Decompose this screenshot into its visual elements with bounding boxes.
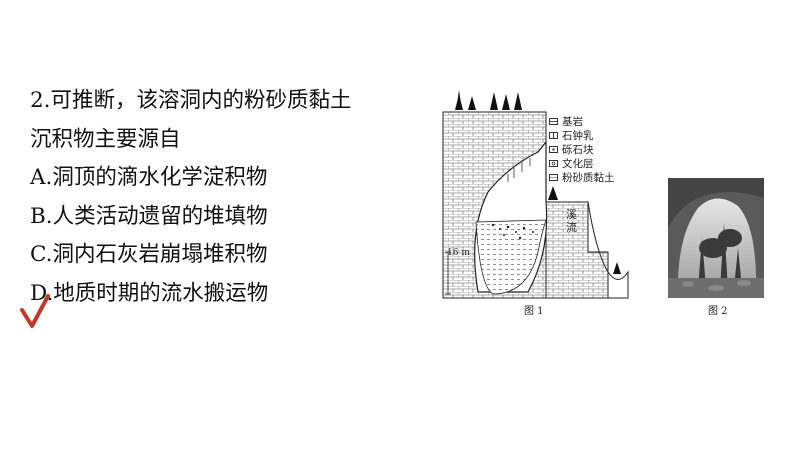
- option-a[interactable]: A.洞顶的滴水化学淀积物: [30, 165, 268, 190]
- question-stem-line1: 2.可推断，该溶洞内的粉砂质黏土: [30, 88, 352, 113]
- silty-clay-swatch-icon: [549, 173, 558, 181]
- figure2-caption: 图 2: [708, 306, 728, 317]
- gravel-swatch-icon: [549, 145, 558, 153]
- legend-item-cultural-layer: 文化层: [549, 156, 615, 170]
- question-stem-line2: 沉积物主要源自: [30, 126, 181, 152]
- stream-label: 溪流: [566, 208, 577, 234]
- legend-item-stalactite: 石钟乳: [549, 128, 615, 142]
- legend-item-silty-clay: 粉砂质黏土: [549, 170, 615, 184]
- stalactite-swatch-icon: [549, 131, 558, 139]
- cave-photo: [668, 178, 764, 298]
- option-d[interactable]: D.地质时期的流水搬运物: [30, 280, 269, 306]
- option-c[interactable]: C.洞内石灰岩崩塌堆积物: [30, 242, 268, 267]
- figure1-caption: 图 1: [524, 306, 544, 317]
- tree-icon: [455, 90, 522, 110]
- checkmark-icon: [20, 294, 50, 328]
- option-b[interactable]: B.人类活动遗留的堆填物: [30, 203, 268, 229]
- cave-cross-section-diagram: [442, 90, 629, 299]
- cultural-layer-swatch-icon: [549, 159, 558, 167]
- bedrock-swatch-icon: [549, 117, 558, 125]
- scale-label: 16 m: [447, 248, 470, 258]
- question-block: 2.可推断，该溶洞内的粉砂质黏土 沉积物主要源自 A.洞顶的滴水化学淀积物 B.…: [30, 82, 410, 313]
- legend-item-bedrock: 基岩: [549, 114, 615, 128]
- figure1-legend: 基岩 石钟乳 砾石块 文化层 粉砂质黏土: [549, 114, 615, 184]
- legend-item-gravel: 砾石块: [549, 142, 615, 156]
